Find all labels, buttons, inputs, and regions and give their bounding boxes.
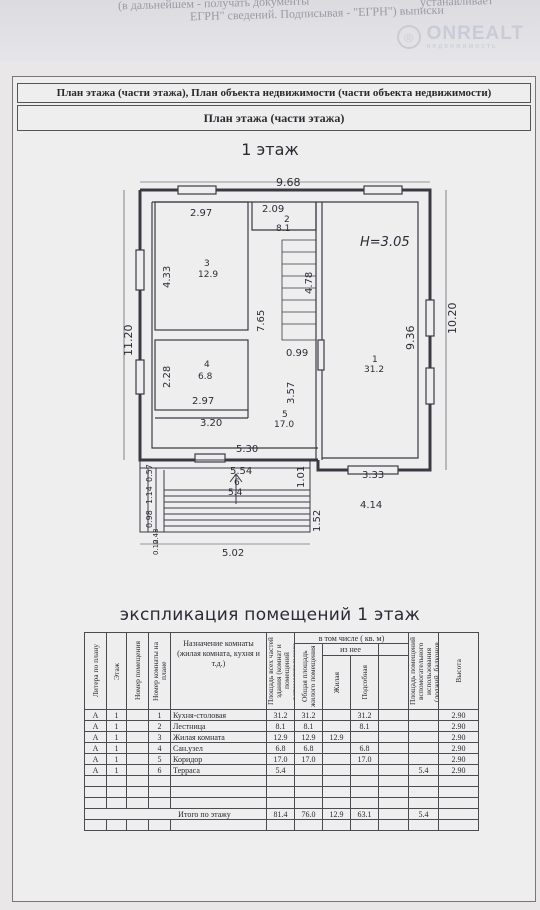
room-2-area: 8.1 xyxy=(276,224,290,234)
dim-top-total: 9.68 xyxy=(276,176,301,189)
room-6-num: 6 xyxy=(234,478,240,488)
col-litera: Литера по плану xyxy=(90,644,100,698)
room-4-num: 4 xyxy=(204,360,210,370)
room-1-area: 31.2 xyxy=(364,365,384,375)
dim-stair-len: 4.78 xyxy=(304,272,315,294)
room-3-walls xyxy=(154,201,249,331)
window-left-1 xyxy=(135,249,145,291)
watermark-logo-icon: ◎ xyxy=(396,25,421,49)
dim-r4-width: 2.97 xyxy=(192,396,214,407)
dim-corr-w2: 5.30 xyxy=(236,444,258,455)
explication-table: Литера по плану Этаж Номер помещения Ном… xyxy=(84,632,480,831)
dim-terr-h1: 1.01 xyxy=(296,466,307,488)
table-row: А 1 4 Сан.узел 6.8 6.8 6.8 2.90 xyxy=(84,742,480,754)
dim-r1-height: 9.36 xyxy=(404,326,417,351)
header-row-1: Литера по плану Этаж Номер помещения Ном… xyxy=(84,632,480,710)
col-room-no: Номер помещения xyxy=(132,641,142,701)
table-row: А 1 5 Коридор 17.0 17.0 17.0 2.90 xyxy=(84,753,480,765)
col-of-it: из нее xyxy=(322,642,379,657)
dim-left-total: 11.20 xyxy=(122,325,135,357)
table-total-row: Итого по этажу 81.4 76.0 12.9 63.1 5.4 xyxy=(84,808,480,820)
dim-corr-span: 3.57 xyxy=(286,382,297,404)
window-left-2 xyxy=(135,359,145,395)
col-floor: Этаж xyxy=(111,662,121,680)
dim-terr-l1: 0.57 xyxy=(145,464,154,482)
window-top-left xyxy=(177,185,217,195)
watermark-brand: ONREALT xyxy=(426,23,524,44)
table-row-empty xyxy=(84,819,480,831)
room-1-num: 1 xyxy=(372,355,378,365)
room-3-area: 12.9 xyxy=(198,270,218,280)
bleed-text-line3: устанавливает xyxy=(419,0,494,9)
col-total-area: Общая площадь жилого помещения xyxy=(299,645,317,708)
inner-wall-line xyxy=(152,201,419,459)
dim-terr-w2: 5.02 xyxy=(222,548,244,559)
col-living: Жилая xyxy=(331,671,341,694)
door-corridor xyxy=(194,453,226,463)
dim-r2-width: 2.09 xyxy=(262,204,284,215)
dim-r4-height: 2.28 xyxy=(162,366,173,388)
room-6-area: 5.4 xyxy=(228,488,243,498)
dim-terr-l3: 0.98 xyxy=(145,510,154,528)
sheet-header-main: План этажа (части этажа), План объекта н… xyxy=(17,83,531,103)
dim-corr-vert: 7.65 xyxy=(256,310,267,332)
col-incl: в том числе ( кв. м) xyxy=(293,632,410,644)
explication-title: экспликация помещений 1 этаж xyxy=(119,605,421,625)
inner-wall-line-left xyxy=(151,202,318,449)
dim-r1-bottom: 3.33 xyxy=(362,470,384,481)
stairs xyxy=(281,239,317,341)
table-row: А 1 6 Терраса 5.4 5.4 2.90 xyxy=(84,764,480,776)
room-3-num: 3 xyxy=(204,259,210,269)
table-row-empty xyxy=(84,797,480,809)
col-area-all: Площадь всех частей здания (комнат и пом… xyxy=(266,637,295,705)
room-5-num: 5 xyxy=(282,410,288,420)
height-label: H=3.05 xyxy=(360,235,410,250)
dim-r1-outer: 4.14 xyxy=(360,500,382,511)
dim-r3-height: 4.33 xyxy=(162,266,173,288)
col-height: Высота xyxy=(453,659,463,683)
photo-background: (в дальнейшем - получать документы ЕГРН"… xyxy=(0,0,540,62)
outer-wall xyxy=(140,188,432,472)
room-4-area: 6.8 xyxy=(198,372,213,382)
window-right-1 xyxy=(425,299,435,337)
window-bottom xyxy=(347,465,399,475)
dim-r3-width: 2.97 xyxy=(190,208,212,219)
dim-terr-w1: 5.54 xyxy=(230,466,252,477)
door-room1 xyxy=(317,339,325,371)
table-row: А 1 1 Кухня-столовая 31.2 31.2 31.2 2.90 xyxy=(84,709,480,721)
room-2-num: 2 xyxy=(284,215,290,225)
header-row-2: Общая площадь жилого помещения из нее xyxy=(85,642,479,710)
col-plan-no: Номер комнаты на плане xyxy=(150,641,168,701)
dim-corr-small: 0.99 xyxy=(286,348,308,359)
dim-terr-h2: 1.52 xyxy=(312,510,323,532)
dim-terr-l4: 0.43 xyxy=(152,528,160,544)
watermark-sub: недвижимость xyxy=(426,43,498,50)
table-row: А 1 2 Лестница 8.1 8.1 8.1 2.90 xyxy=(84,720,480,732)
table-row-empty xyxy=(84,786,480,798)
table-row: А 1 3 Жилая комната 12.9 12.9 12.9 2.90 xyxy=(84,731,480,743)
table-row-empty xyxy=(84,775,480,787)
dim-corr-w1: 3.20 xyxy=(200,418,222,429)
total-label: Итого по этажу xyxy=(84,808,267,820)
room-5-area: 17.0 xyxy=(274,420,294,430)
col-aux: Подсобная xyxy=(359,665,369,700)
dim-right-total: 10.20 xyxy=(446,303,459,335)
terrace xyxy=(139,459,311,533)
window-right-2 xyxy=(425,367,435,405)
dim-terr-l2: 1.14 xyxy=(145,486,154,504)
floor-plan: 9.68 2.97 2.09 2 8.1 H=3.05 3 12.9 4.33 … xyxy=(122,176,459,559)
dim-terr-l5: 0.12 xyxy=(152,539,160,555)
col-aux-use: Площадь помещений вспомогательного испол… xyxy=(408,637,439,705)
room-4-walls xyxy=(154,339,249,411)
window-top-right xyxy=(363,185,403,195)
sheet-header-sub: План этажа (части этажа) xyxy=(17,105,531,131)
watermark: ◎ ONREALT недвижимость xyxy=(396,23,524,50)
floor-title: 1 этаж xyxy=(241,140,299,159)
col-purpose: Назначение комнаты (жилая комната, кухня… xyxy=(170,632,267,710)
